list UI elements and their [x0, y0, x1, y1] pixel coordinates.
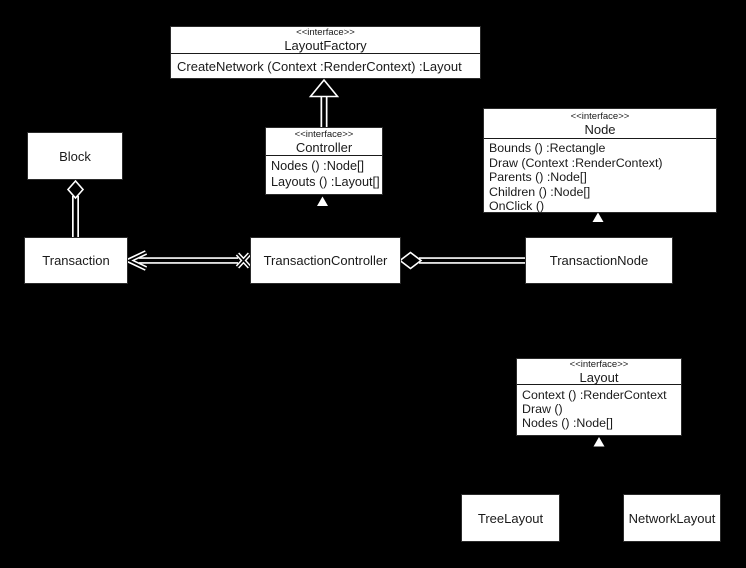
member-method: Draw (Context :RenderContext) — [489, 155, 663, 170]
stereotype-label: <<interface>> — [570, 110, 630, 122]
association-transactioncontroller-transaction — [123, 250, 252, 271]
member-list: Bounds () :Rectangle Draw (Context :Rend… — [484, 139, 716, 216]
member-method: Nodes () :Node[] — [522, 415, 613, 430]
interface-layoutfactory: <<interface>> LayoutFactory CreateNetwor… — [170, 26, 481, 79]
class-name: Transaction — [42, 253, 110, 268]
class-name: TransactionNode — [549, 253, 649, 268]
member-list: Nodes () :Node[] Layouts () :Layout[] — [266, 156, 382, 192]
interface-layout: <<interface>> Layout Context () :RenderC… — [516, 358, 682, 436]
aggregation-block-transaction — [66, 179, 85, 237]
aggregation-transactioncontroller-transactionnode — [398, 251, 525, 270]
interface-name: Layout — [579, 369, 619, 385]
class-networklayout: NetworkLayout — [623, 494, 721, 542]
realization-triangle-under-controller — [317, 196, 328, 206]
hollow-diamond-icon — [66, 179, 85, 200]
interface-header: <<interface>> Node — [484, 109, 716, 139]
hollow-triangle-icon — [308, 78, 340, 98]
class-transactioncontroller: TransactionController — [250, 237, 401, 284]
interface-name: LayoutFactory — [284, 38, 367, 53]
member-method: Layouts () :Layout[] — [271, 175, 380, 189]
interface-controller: <<interface>> Controller Nodes () :Node[… — [265, 127, 383, 195]
member-method: Nodes () :Node[] — [271, 159, 365, 173]
non-navigable-x-icon — [235, 252, 252, 269]
realization-triangle-under-layout — [593, 437, 605, 447]
class-name: TreeLayout — [477, 510, 544, 526]
member-method: CreateNetwork (Context :RenderContext) :… — [177, 59, 462, 74]
class-treelayout: TreeLayout — [461, 494, 560, 542]
member-method: Context () :RenderContext — [522, 388, 667, 402]
member-method: Children () :Node[] — [489, 184, 591, 199]
member-list: Context () :RenderContext Draw () Nodes … — [517, 385, 681, 435]
open-arrowhead-icon — [123, 250, 148, 271]
realization-controller-layoutfactory — [308, 78, 340, 127]
stereotype-label: <<interface>> — [569, 358, 629, 370]
interface-header: <<interface>> Layout — [517, 359, 681, 385]
interface-header: <<interface>> LayoutFactory — [171, 27, 480, 54]
member-method: OnClick () — [489, 199, 545, 214]
member-list: CreateNetwork (Context :RenderContext) :… — [171, 54, 480, 79]
interface-name: Controller — [295, 139, 353, 155]
class-name: Block — [59, 148, 91, 164]
interface-header: <<interface>> Controller — [266, 128, 382, 156]
class-name: NetworkLayout — [628, 510, 716, 526]
member-method: Draw () — [522, 401, 563, 416]
member-method: Bounds () :Rectangle — [489, 141, 606, 155]
interface-node: <<interface>> Node Bounds () :Rectangle … — [483, 108, 717, 213]
class-block: Block — [27, 132, 123, 180]
interface-name: Node — [584, 121, 616, 137]
member-method: Parents () :Node[] — [489, 170, 587, 185]
class-name: TransactionController — [263, 253, 388, 268]
hollow-diamond-icon — [398, 251, 423, 270]
class-transactionnode: TransactionNode — [525, 237, 673, 284]
stereotype-label: <<interface>> — [296, 27, 355, 38]
stereotype-label: <<interface>> — [294, 128, 354, 140]
class-transaction: Transaction — [24, 237, 128, 284]
